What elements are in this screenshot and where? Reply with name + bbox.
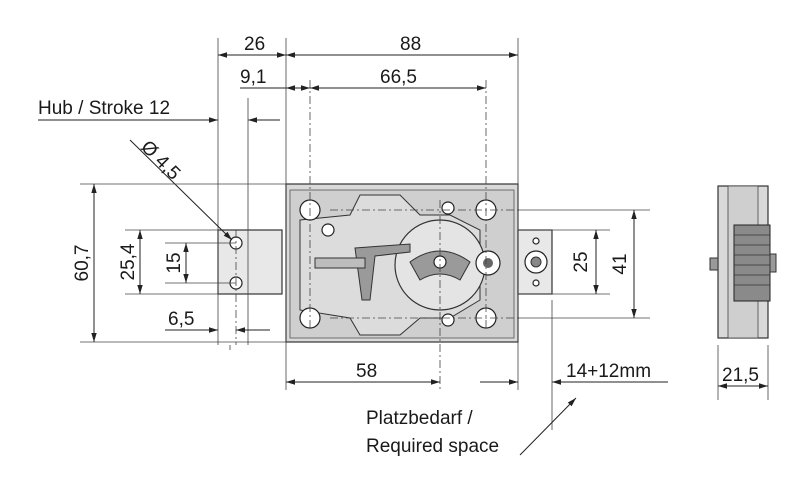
- dim-15: 15: [164, 252, 185, 273]
- front-view: [217, 80, 553, 390]
- required-space-line1: Platzbedarf /: [366, 408, 473, 429]
- dim-66-5: 66,5: [380, 67, 417, 88]
- dim-26: 26: [244, 34, 265, 55]
- gear-rack: [354, 243, 411, 301]
- dim-6-5: 6,5: [168, 309, 194, 330]
- side-view: [709, 185, 777, 339]
- dim-25-4: 25,4: [118, 243, 139, 280]
- dim-21-5: 21,5: [722, 365, 759, 386]
- dim-25: 25: [571, 251, 592, 272]
- dimension-labels: 26 88 9,1 66,5 Hub / Stroke 12 Ø 4,5 60,…: [38, 34, 759, 457]
- dim-41: 41: [610, 253, 631, 274]
- dim-60-7: 60,7: [72, 245, 93, 282]
- required-space-line2: Required space: [366, 436, 499, 457]
- dim-9-1: 9,1: [240, 67, 266, 88]
- hole-diameter-label: Ø 4,5: [136, 137, 184, 185]
- bolt-pin: [314, 257, 366, 269]
- dim-14-12mm: 14+12mm: [566, 361, 651, 382]
- dimension-lines: [38, 38, 769, 456]
- stroke-label: Hub / Stroke 12: [38, 98, 170, 119]
- dim-58: 58: [356, 361, 377, 382]
- forend-plate: [217, 229, 283, 295]
- dim-88: 88: [400, 34, 421, 55]
- side-mechanism: [733, 224, 771, 302]
